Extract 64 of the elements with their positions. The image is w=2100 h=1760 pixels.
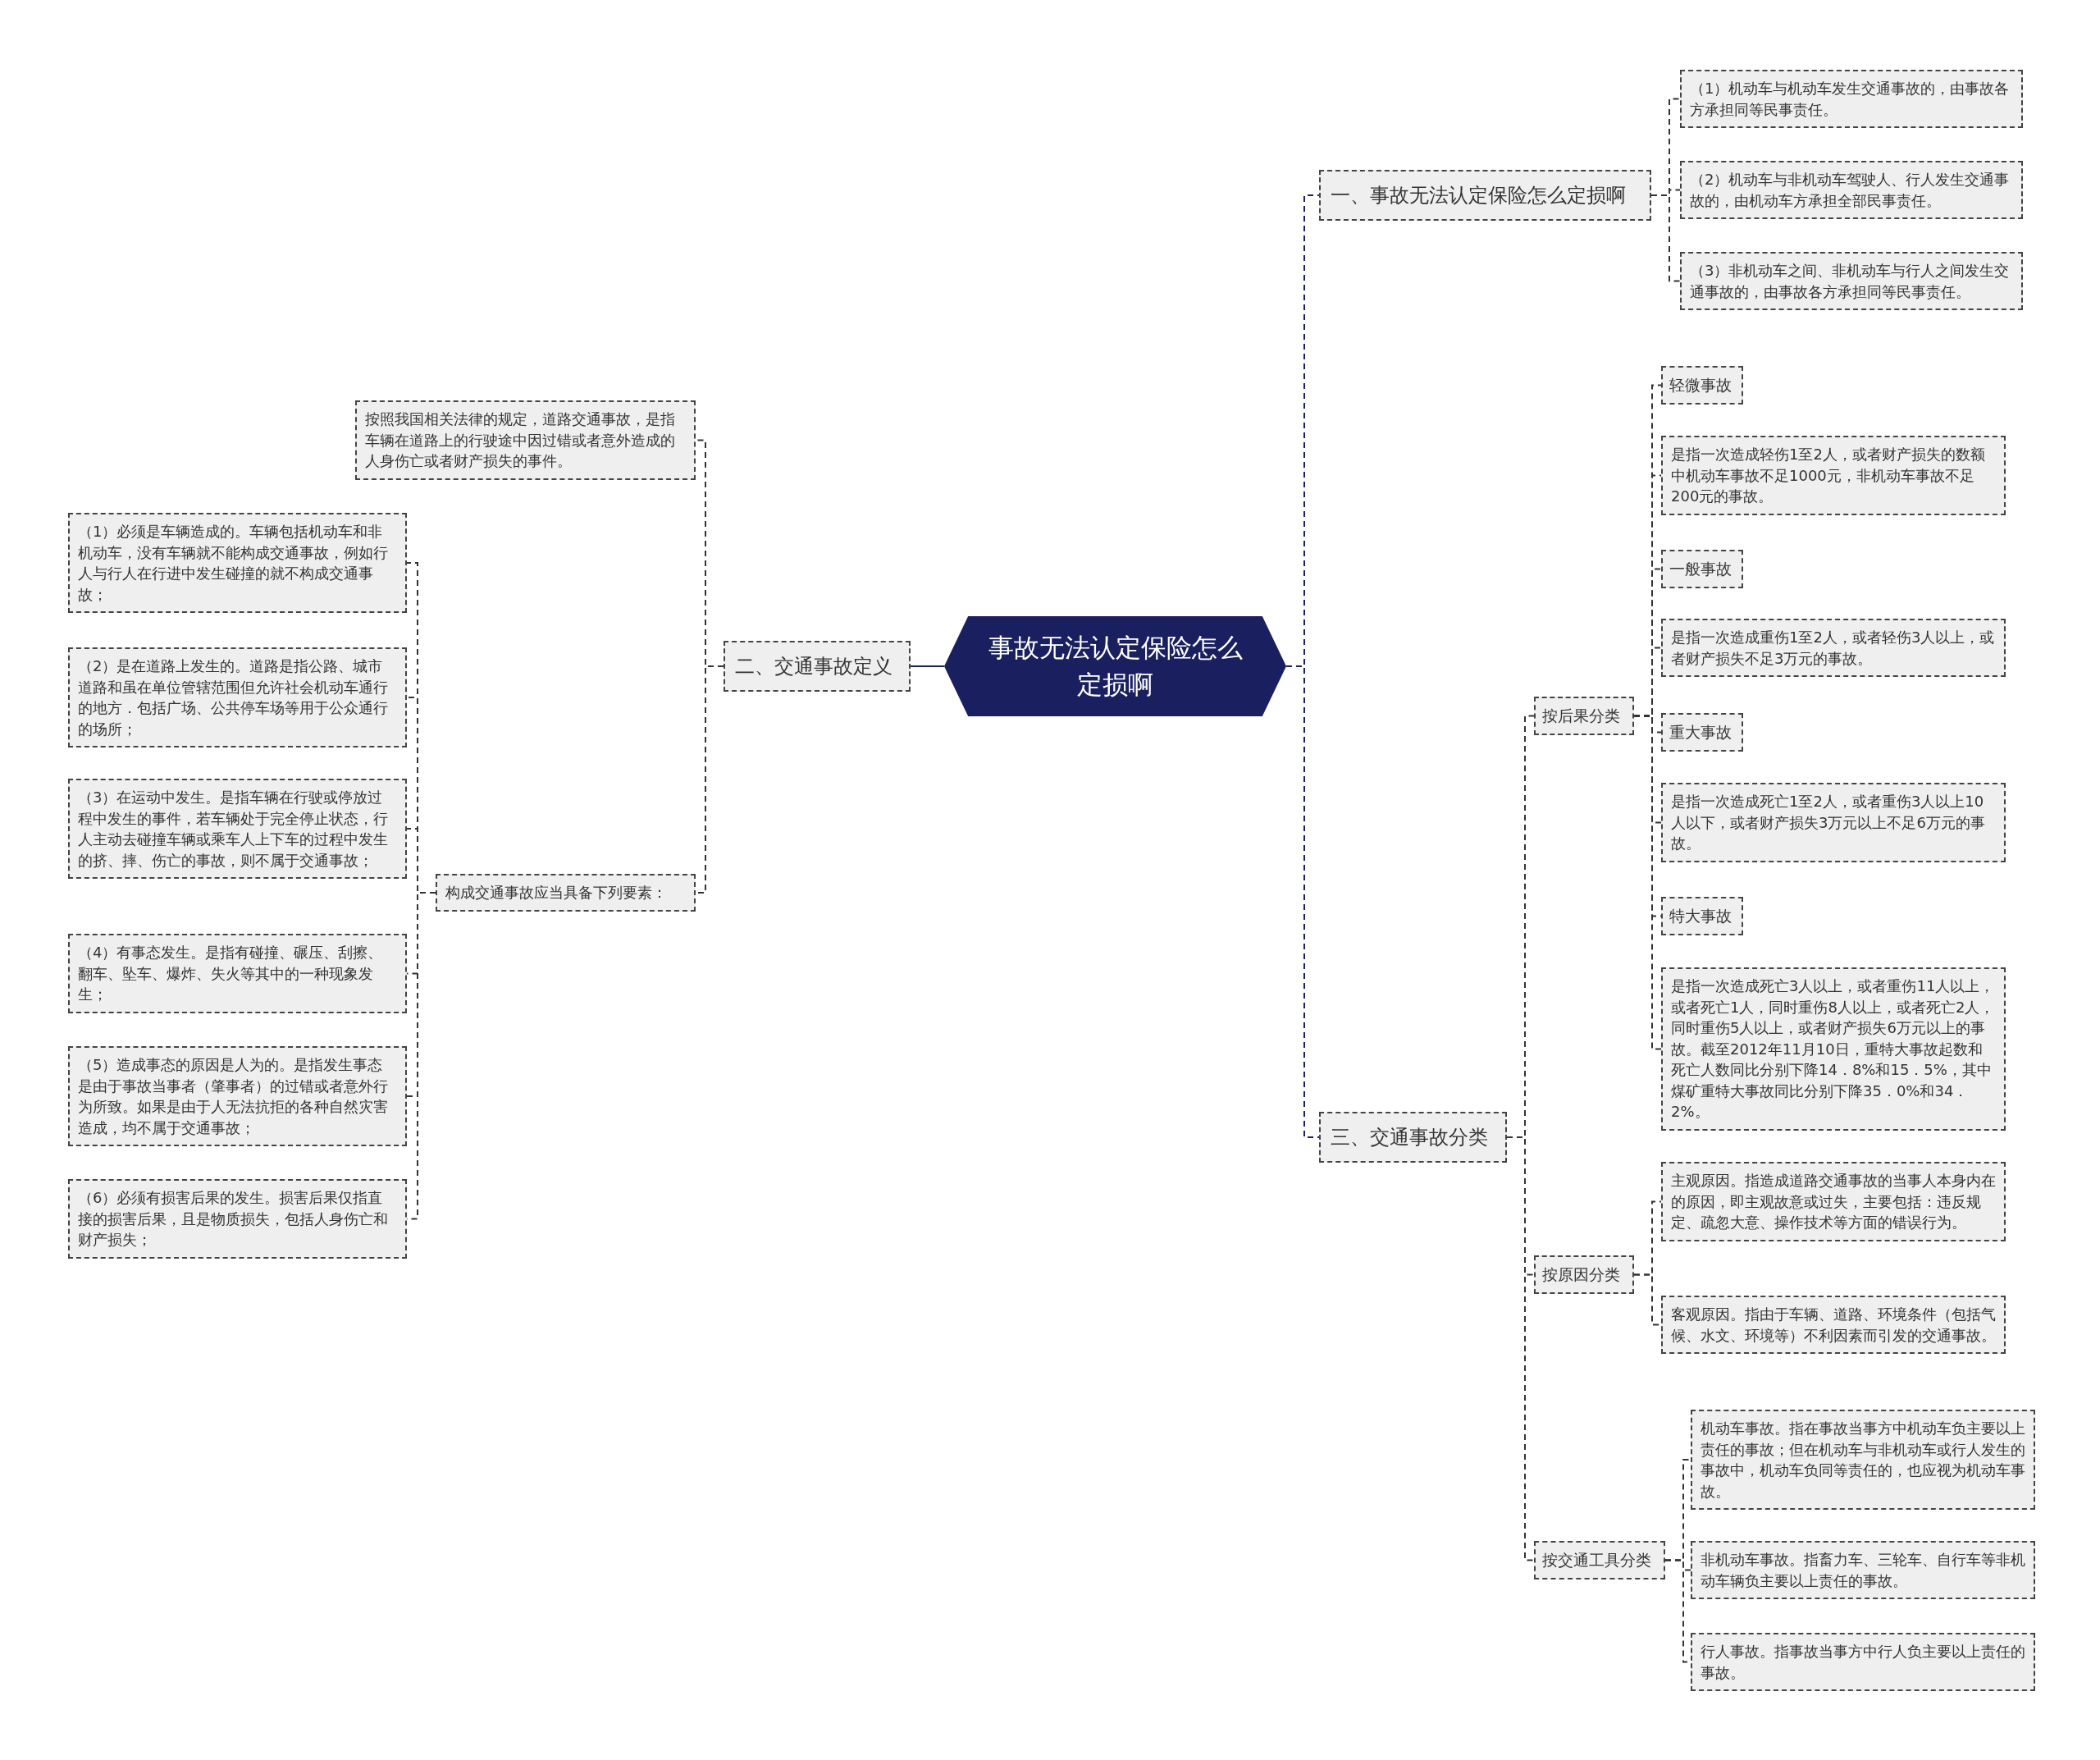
topic-box xyxy=(68,934,407,1013)
topic-text: 非机动车事故。指畜力车、三轮车、自行车等非机动车辆负主要以上责任的事故。 xyxy=(1701,1550,2025,1591)
topic-text: 二、交通事故定义 xyxy=(735,654,893,679)
topic-box xyxy=(1691,1541,2035,1600)
topic-text: 事故无法认定保险怎么定损啊 xyxy=(987,632,1244,701)
topic-text: 按后果分类 xyxy=(1542,706,1621,726)
topic-box xyxy=(1680,70,2023,129)
connector xyxy=(1650,194,1681,282)
topic-box xyxy=(68,513,407,614)
topic-box xyxy=(68,779,407,880)
topic-text: 三、交通事故分类 xyxy=(1331,1125,1489,1150)
central-topic xyxy=(944,616,1286,716)
topic-text: 按原因分类 xyxy=(1542,1264,1621,1285)
topic-box xyxy=(1661,1296,2006,1355)
topic-box xyxy=(1661,897,1743,935)
topic-box xyxy=(1661,1162,2006,1241)
topic-box xyxy=(1319,170,1651,222)
topic-text: 客观原因。指由于车辆、道路、环境条件（包括气候、水文、环境等）不利因素而引发的交通事故。 xyxy=(1671,1305,1996,1346)
topic-text: （3）在运动中发生。是指车辆在行驶或停放过程中发生的事件，若车辆处于完全停止状态，行人主动去碰撞车辆或乘车人上下车的过程中发生的挤、摔、伤亡的事故，则不属于交通事故； xyxy=(78,788,389,871)
topic-text: （2）是在道路上发生的。道路是指公路、城市道路和虽在单位管辖范围但允许社会机动车通行的地方．包括广场、公共停车场等用于公众通行的场所； xyxy=(78,656,389,739)
topic-box xyxy=(1661,366,1743,405)
topic-box xyxy=(1534,1541,1665,1579)
topic-text: 构成交通事故应当具备下列要素： xyxy=(445,883,668,903)
topic-text: （1）必须是车辆造成的。车辆包括机动车和非机动车，没有车辆就不能构成交通事故，例如行人与行人在行进中发生碰撞的就不构成交通事故； xyxy=(78,522,389,605)
topic-box xyxy=(1534,1255,1634,1294)
topic-box xyxy=(1661,783,2006,862)
topic-box xyxy=(1691,1410,2035,1511)
topic-text: 一、事故无法认定保险怎么定损啊 xyxy=(1331,183,1627,208)
topic-text: 是指一次造成死亡3人以上，或者重伤11人以上，或者死亡1人，同时重伤8人以上，或者死亡2人，同时重伤5人以上，或者财产损失6万元以上的事故。截至2012年11月10日，重特大事故起数和死亡人数同比分别下降14．8%和15．5%，其中煤矿重特大事故同比分别下降35．0%和34．2%。 xyxy=(1671,976,1996,1122)
topic-text: 轻微事故 xyxy=(1669,375,1732,395)
topic-box xyxy=(68,1179,407,1259)
connector xyxy=(910,665,945,667)
topic-text: 机动车事故。指在事故当事方中机动车负主要以上责任的事故；但在机动车与非机动车或行人发生的事故中，机动车负同等责任的，也应视为机动车事故。 xyxy=(1701,1419,2025,1502)
topic-text: （6）必须有损害后果的发生。损害后果仅指直接的损害后果，且是物质损失，包括人身伤亡和财产损失； xyxy=(78,1188,389,1250)
topic-text: （2）机动车与非机动车驾驶人、行人发生交通事故的，由机动车方承担全部民事责任。 xyxy=(1690,170,2011,211)
topic-text: （4）有事态发生。是指有碰撞、碾压、刮擦、翻车、坠车、爆炸、失火等其中的一种现象发生； xyxy=(78,943,384,1005)
topic-box xyxy=(1661,436,2006,515)
topic-text: 行人事故。指事故当事方中行人负主要以上责任的事故。 xyxy=(1701,1642,2025,1683)
topic-box xyxy=(68,647,407,748)
topic-text: 是指一次造成重伤1至2人，或者轻伤3人以上，或者财产损失不足3万元的事故。 xyxy=(1671,628,1996,669)
topic-text: （1）机动车与机动车发生交通事故的，由事故各方承担同等民事责任。 xyxy=(1690,79,2011,120)
topic-box xyxy=(1661,713,1743,752)
topic-box xyxy=(724,641,911,693)
topic-text: 是指一次造成轻伤1至2人，或者财产损失的数额中机动车事故不足1000元，非机动车事故不足200元的事故。 xyxy=(1671,445,1986,507)
topic-text: 一般事故 xyxy=(1669,559,1732,579)
topic-text: （3）非机动车之间、非机动车与行人之间发生交通事故的，由事故各方承担同等民事责任。 xyxy=(1690,261,2011,302)
topic-box xyxy=(1534,697,1634,735)
topic-box xyxy=(1680,161,2023,220)
topic-box xyxy=(1661,967,2006,1131)
topic-text: 主观原因。指造成道路交通事故的当事人本身内在的原因，即主观故意或过失，主要包括：违反规定、疏忽大意、操作技术等方面的错误行为。 xyxy=(1671,1171,1996,1233)
topic-box xyxy=(1319,1112,1507,1163)
topic-text: 特大事故 xyxy=(1669,906,1732,926)
topic-text: 按交通工具分类 xyxy=(1542,1550,1652,1570)
topic-text: 重大事故 xyxy=(1669,722,1732,743)
topic-box xyxy=(1661,619,2006,678)
topic-text: （5）造成事态的原因是人为的。是指发生事态是由于事故当事者（肇事者）的过错或者意外行为所致。如果是由于人无法抗拒的各种自然灾害造成，均不属于交通事故； xyxy=(78,1055,389,1138)
topic-box xyxy=(1661,550,1743,588)
topic-box xyxy=(68,1046,407,1147)
topic-box xyxy=(1691,1633,2035,1692)
topic-box xyxy=(355,400,696,480)
topic-box xyxy=(436,874,696,912)
topic-text: 按照我国相关法律的规定，道路交通事故，是指车辆在道路上的行驶途中因过错或者意外造成的人身伤亡或者财产损失的事件。 xyxy=(365,409,676,472)
topic-box xyxy=(1680,252,2023,311)
topic-text: 是指一次造成死亡1至2人，或者重伤3人以上10人以下，或者财产损失3万元以上不足6万元的事故。 xyxy=(1671,792,1986,854)
